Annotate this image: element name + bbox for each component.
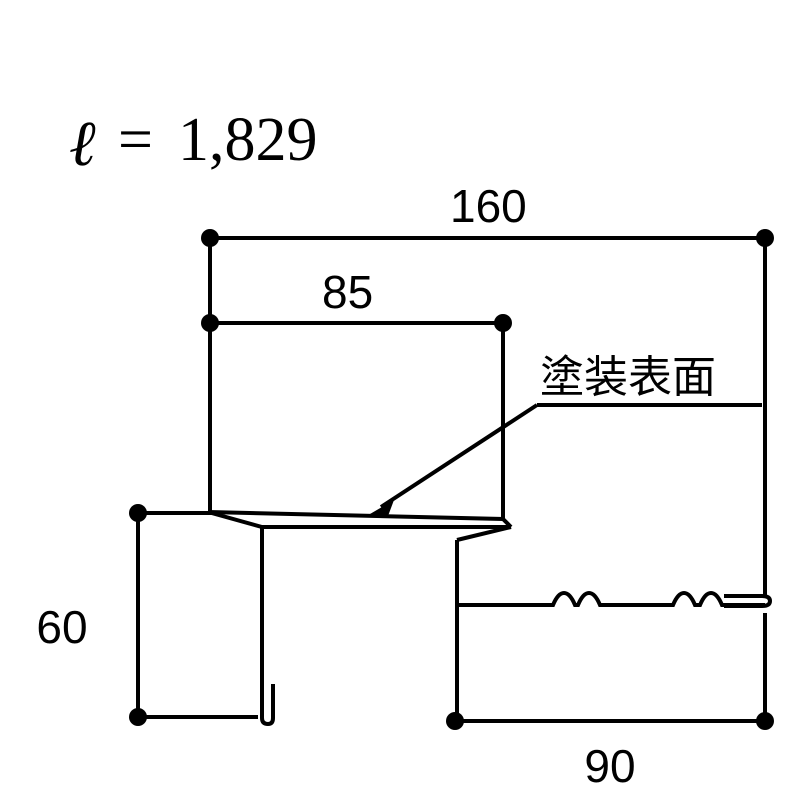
profile-left-leg-hem <box>260 684 275 727</box>
dimension-60-group: 60 <box>36 504 258 726</box>
profile-top-face-upper <box>207 510 513 529</box>
dimension-90-group: 90 <box>446 712 774 792</box>
length-symbol: ℓ <box>70 108 97 179</box>
profile-bottom-hem <box>724 594 773 608</box>
dimension-85-group: 85 <box>201 266 512 332</box>
dimension-90-label: 90 <box>584 740 635 792</box>
equals-sign: = <box>118 106 153 174</box>
dimension-85-label: 85 <box>322 266 373 318</box>
dimension-90-left-dot <box>446 712 464 730</box>
dimension-160-label: 160 <box>450 180 527 232</box>
profile-right-fold <box>456 525 512 542</box>
profile-outline <box>207 510 773 727</box>
painted-surface-annotation: 塗装表面 <box>370 352 762 516</box>
painted-surface-leader-line <box>379 403 539 509</box>
length-value: 1,829 <box>178 106 318 174</box>
painted-surface-label: 塗装表面 <box>540 352 716 403</box>
dimension-160-group: 160 <box>201 180 774 247</box>
dimension-90-right-dot <box>756 712 774 730</box>
dimension-60-label: 60 <box>36 601 87 653</box>
painted-surface-arrowhead <box>370 500 394 516</box>
profile-bottom-face <box>457 590 765 607</box>
